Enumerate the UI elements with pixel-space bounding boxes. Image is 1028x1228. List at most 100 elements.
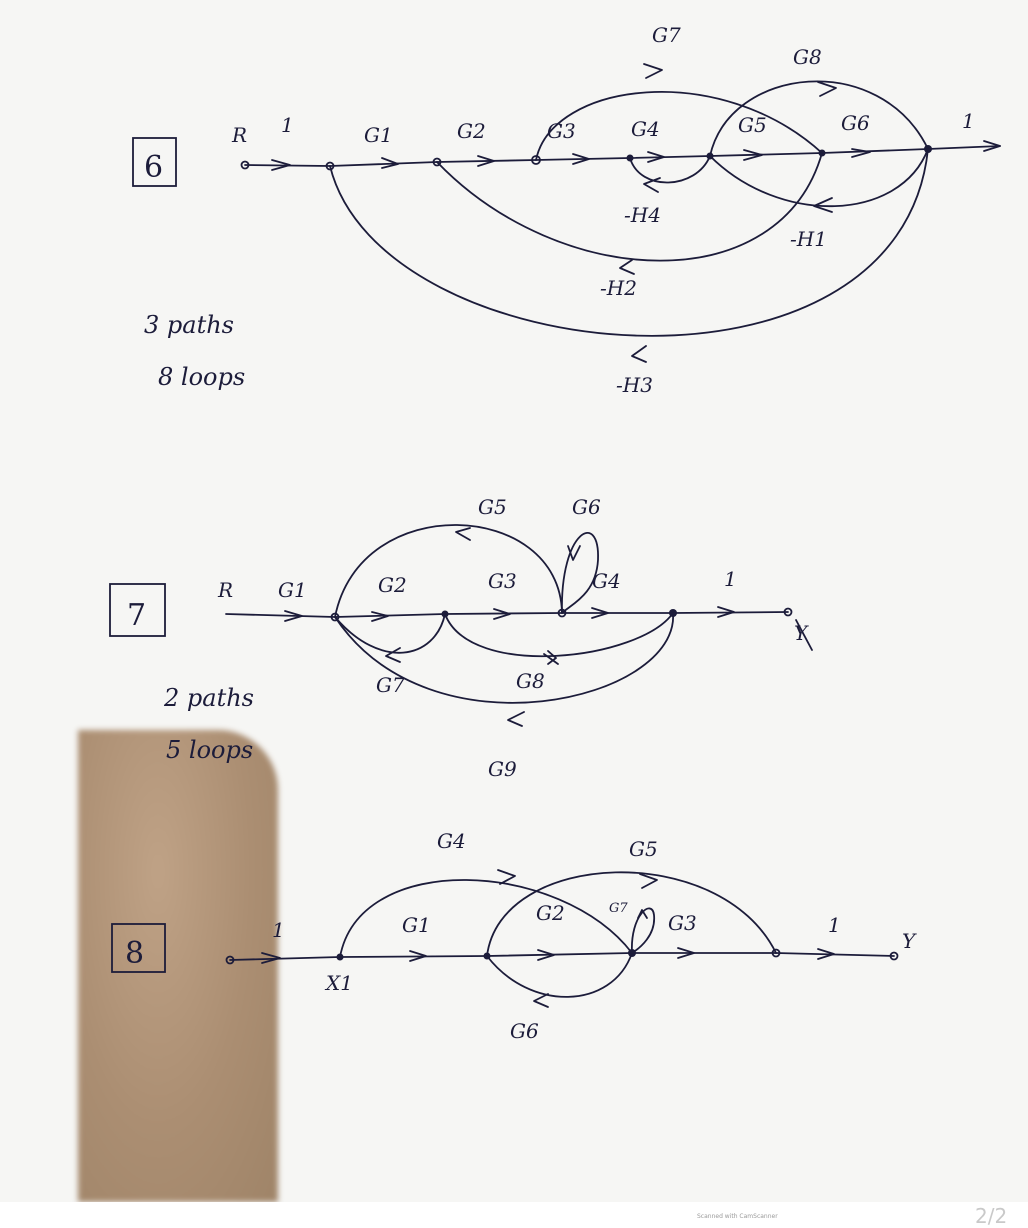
diagram-8-number: 8: [125, 936, 144, 971]
d7-branch-g7: [334, 613, 446, 654]
d6-arrow: [381, 157, 399, 169]
d7-label-g7: G7: [376, 673, 405, 697]
page-counter: 2/2: [975, 1204, 1008, 1228]
d6-label-g2: G2: [457, 119, 486, 143]
d8-branch-output: [775, 952, 895, 957]
d6-branch-g2: [436, 159, 537, 163]
d6-label-g3: G3: [547, 119, 576, 143]
d6-arrow: [851, 148, 871, 158]
d7-label-g4: G4: [592, 569, 621, 593]
d6-arrow: [631, 345, 647, 363]
d8-node: [771, 948, 781, 958]
diagram-8: 8 1 X1 G1 G2 G3 G4 G5: [111, 829, 917, 1043]
d8-arrow: [639, 873, 658, 889]
d8-arrow: [409, 950, 427, 962]
d6-node: [531, 155, 541, 165]
diagram-6-number: 6: [144, 150, 163, 185]
d6-branch-g5: [709, 152, 823, 157]
d8-arrow: [817, 948, 835, 960]
d7-label-g5: G5: [478, 495, 507, 519]
d6-arrow: [477, 155, 495, 167]
d6-branch-g4: [629, 155, 711, 159]
d6-note-paths: 3 paths: [144, 311, 234, 339]
d7-arrow: [543, 650, 559, 665]
d8-node-input: [225, 955, 235, 965]
d7-arrow: [567, 545, 581, 561]
d7-branch-g2: [334, 613, 446, 618]
d7-arrow: [591, 607, 609, 619]
d6-label-g6: G6: [841, 111, 870, 135]
d8-label-g6: G6: [510, 1019, 539, 1043]
d6-branch-g1: [329, 161, 438, 167]
d6-label-output-branch: 1: [962, 109, 975, 133]
d6-label-h4: -H4: [624, 203, 661, 227]
d6-arrow: [271, 159, 291, 171]
d7-arrow: [455, 527, 471, 541]
d6-branch-g8: [709, 80, 929, 157]
d6-arrow: [743, 149, 763, 161]
d8-branch-g2: [486, 952, 633, 957]
d6-label-g4: G4: [631, 117, 660, 141]
d8-branch-g7: [631, 907, 655, 954]
d7-branch-g6: [561, 532, 599, 614]
d8-label-output-branch: 1: [828, 913, 841, 937]
d7-arrow: [507, 711, 525, 727]
d6-label-g1: G1: [364, 123, 393, 147]
d6-arrow: [813, 197, 833, 213]
d8-label-x1: X1: [324, 971, 353, 995]
d7-arrow: [371, 611, 389, 622]
d8-label-g3: G3: [668, 911, 697, 935]
d8-branch-g4: [339, 879, 633, 958]
d7-arrow: [717, 606, 735, 618]
diagram-6-number-box: [132, 137, 177, 187]
d7-branch-g1: [225, 613, 336, 618]
bottom-strip: [0, 1202, 1028, 1223]
d6-label-h1: -H1: [790, 227, 827, 251]
diagram-7-number: 7: [127, 598, 146, 633]
d6-branch-h3: [329, 148, 929, 337]
d8-arrow: [261, 952, 281, 964]
d8-label-g2: G2: [536, 901, 565, 925]
diagram-6-input-label: R: [231, 123, 247, 147]
scanner-footer: Scanned with CamScanner: [697, 1213, 778, 1220]
d7-arrow: [284, 610, 303, 622]
d7-label-g3: G3: [488, 569, 517, 593]
d8-label-g1: G1: [402, 913, 431, 937]
diagram-8-number-box: [111, 923, 166, 973]
diagram-7-input-label: R: [217, 578, 233, 602]
d6-arrow: [983, 140, 1001, 152]
d7-branch-g5: [334, 524, 563, 618]
d6-label-g7: G7: [652, 23, 681, 47]
d8-branch-g5: [486, 871, 777, 957]
d8-label-g5: G5: [629, 837, 658, 861]
d6-arrow: [647, 151, 665, 163]
d6-branch-g3: [535, 157, 631, 161]
d7-node-output: [783, 607, 793, 617]
diagram-6-input-branch-gain: 1: [281, 113, 294, 137]
d7-note-loops: 5 loops: [166, 736, 253, 764]
d8-branch-g1: [339, 955, 488, 958]
d6-branch-h1: [709, 148, 929, 208]
d6-branch-g7: [535, 91, 823, 161]
d7-label-g9: G9: [488, 757, 517, 781]
d7-arrow: [385, 647, 401, 663]
d7-label-g1: G1: [278, 578, 307, 602]
d6-node-r: [240, 160, 250, 170]
d7-label-g2: G2: [378, 573, 407, 597]
d8-arrow: [537, 949, 555, 961]
d6-label-g8: G8: [793, 45, 822, 69]
d8-label-g4: G4: [437, 829, 466, 853]
d6-arrow: [643, 177, 661, 193]
d6-branch-h2: [436, 152, 823, 262]
d8-branch-input: [229, 956, 341, 961]
d8-label-output: Y: [902, 929, 917, 953]
d7-branch-g3: [444, 612, 563, 615]
d7-branch-g9: [334, 612, 674, 704]
d8-label-input-branch: 1: [272, 918, 285, 942]
d7-output-stroke: [795, 619, 813, 651]
d8-label-g7: G7: [609, 901, 628, 916]
d6-node: [432, 157, 442, 167]
d8-arrow: [677, 947, 695, 959]
d7-label-output: Y: [794, 621, 809, 645]
